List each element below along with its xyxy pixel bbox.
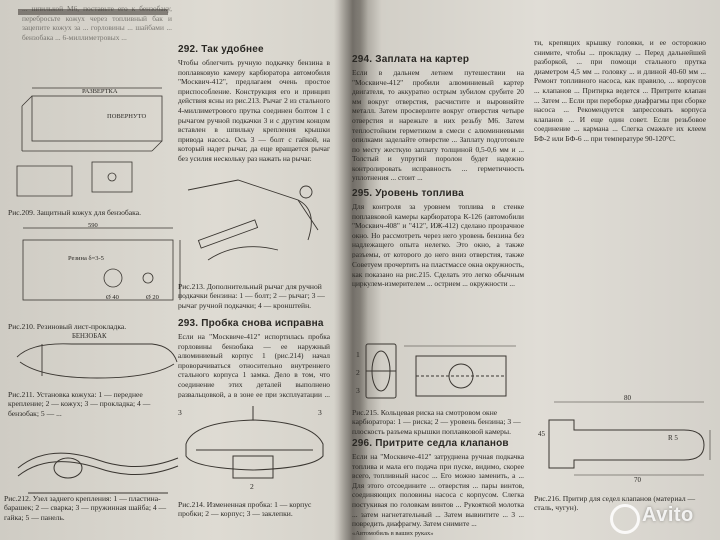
- heading-294: 294. Заплата на картер: [352, 54, 470, 65]
- label-povernuto: ПОВЕРНУТО: [107, 113, 147, 120]
- caption-fig-210: Рис.210. Резиновый лист-прокладка.: [8, 322, 127, 331]
- dim-590: 590: [88, 222, 98, 229]
- figure-213: [178, 170, 333, 280]
- heading-296: 296. Притрите седла клапанов: [352, 438, 509, 449]
- text-294b: Толстый и упругий поролон будет надежно …: [352, 154, 524, 183]
- left-top-text: ... шпилькой М6, поставьте его к бензоба…: [22, 4, 172, 42]
- text-292: Чтобы облегчить ручную подкачку бензина …: [178, 58, 330, 163]
- figure-209: РАЗВЕРТКА ПОВЕРНУТО: [12, 66, 177, 206]
- book-gutter: [334, 0, 368, 540]
- text-295b: Советуем прочертить на пластмассе окна о…: [352, 260, 524, 289]
- text-293: Если на "Москвиче-412" испортилась пробк…: [178, 332, 330, 398]
- dim-80: 80: [624, 394, 631, 402]
- marker-strike: [18, 9, 168, 15]
- figure-215: 1 2 3: [356, 336, 521, 406]
- label-215-1: 1: [356, 350, 360, 359]
- callout-214-3a: 3: [178, 408, 182, 417]
- label-razvertka: РАЗВЕРТКА: [82, 88, 118, 95]
- heading-293: 293. Пробка снова исправна: [178, 318, 324, 329]
- text-295: Для контроля за уровнем топлива в стенке…: [352, 202, 524, 258]
- dim-r5: R 5: [668, 434, 678, 442]
- text-right-column: ти, крепящих крышку головки, и ее осторо…: [534, 38, 706, 143]
- text-294: Если в дальнем летнем путешествии на "Мо…: [352, 68, 524, 154]
- label-215-3: 3: [356, 386, 360, 395]
- text-296: Если на "Москвиче-412" затруднена ручная…: [352, 452, 524, 529]
- middle-column: 292. Так удобнее Чтобы облегчить ручную …: [178, 0, 338, 540]
- caption-fig-209: Рис.209. Защитный кожух для бензобака.: [8, 208, 141, 217]
- avito-watermark: Avito: [642, 504, 694, 526]
- dim-d20: Ø 20: [146, 294, 159, 301]
- caption-fig-211: Рис.211. Установка кожуха: 1 — переднее …: [8, 390, 151, 418]
- avito-logo-icon: [610, 504, 640, 534]
- caption-fig-214: Рис.214. Измененная пробка: 1 — корпус п…: [178, 500, 312, 519]
- heading-292: 292. Так удобнее: [178, 44, 264, 55]
- figure-212: [8, 438, 188, 502]
- right-page: 294. Заплата на картер Если в дальнем ле…: [352, 0, 720, 540]
- caption-fig-216: Рис.216. Притир для седел клапанов (мате…: [534, 494, 696, 513]
- callout-214-2: 2: [250, 482, 254, 491]
- caption-fig-213: Рис.213. Дополнительный рычаг для ручной…: [178, 282, 325, 310]
- heading-295: 295. Уровень топлива: [352, 188, 464, 199]
- label-benzobak: БЕНЗОБАК: [72, 333, 107, 340]
- caption-fig-212: Рис.212. Узел заднего крепления: 1 — пла…: [4, 494, 167, 522]
- callout-214-3b: 3: [318, 408, 322, 417]
- label-215-2: 2: [356, 368, 360, 377]
- figure-216: 80 45 R 5 70: [534, 390, 714, 490]
- page-footer: «Автомобиль в ваших руках»: [352, 530, 434, 537]
- figure-210: 590 Резина δ=3-5 Ø 40 Ø 20: [8, 218, 183, 318]
- caption-fig-215: Рис.215. Кольцевая риска на смотровом ок…: [352, 408, 521, 436]
- figure-211: БЕНЗОБАК: [12, 332, 182, 388]
- dim-d40: Ø 40: [106, 294, 119, 301]
- label-rubber: Резина δ=3-5: [68, 255, 104, 262]
- left-page: ... шпилькой М6, поставьте его к бензоба…: [0, 0, 348, 540]
- figure-214: 3 3 2: [178, 404, 333, 496]
- dim-45: 45: [538, 430, 545, 438]
- dim-70: 70: [634, 476, 641, 484]
